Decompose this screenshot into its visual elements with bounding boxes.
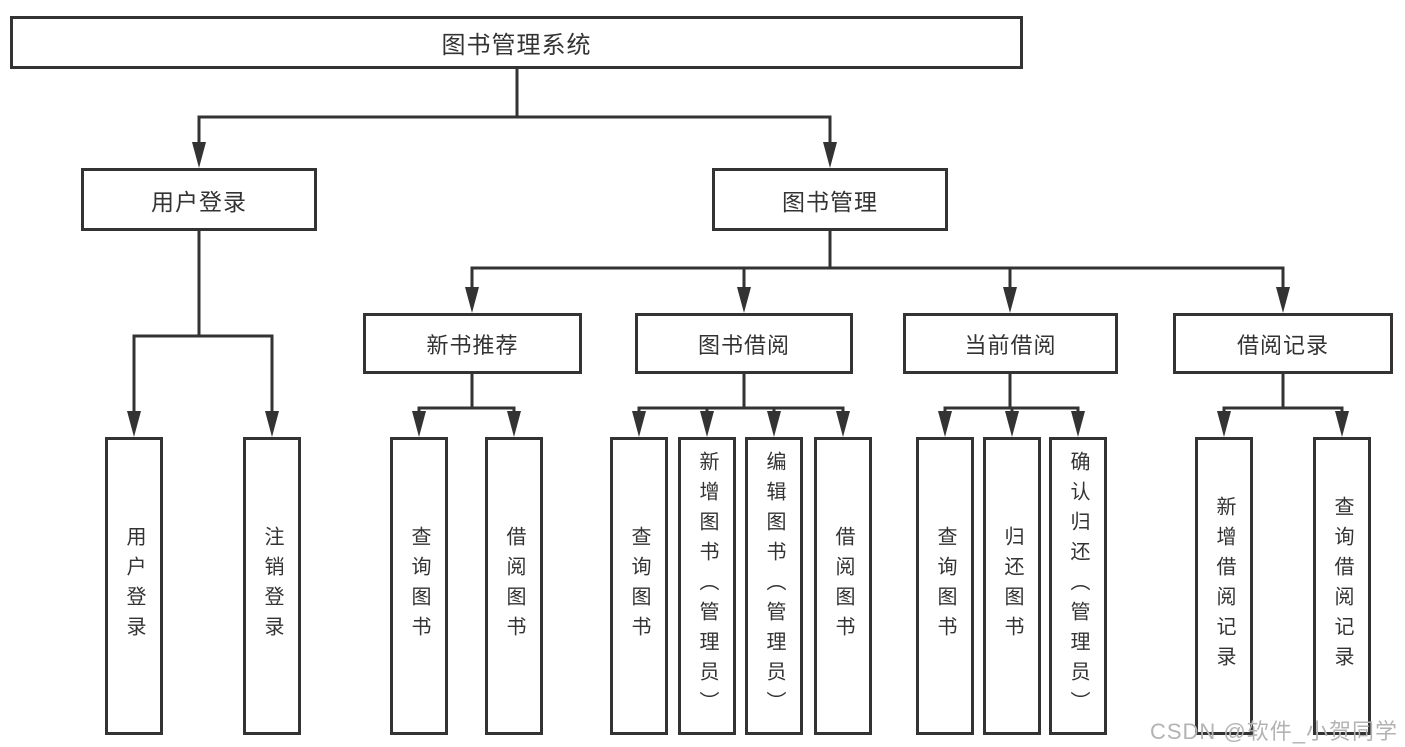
arrowhead-icon — [465, 287, 479, 313]
node-leaf-query-books-2: 查询图书 — [610, 437, 668, 735]
arrowhead-icon — [1217, 411, 1231, 437]
node-library-management-system: 图书管理系统 — [10, 16, 1023, 69]
node-leaf-user-login: 用户登录 — [105, 437, 163, 735]
node-leaf-query-borrow-record: 查询借阅记录 — [1313, 437, 1371, 735]
node-leaf-borrow-books-1: 借阅图书 — [485, 437, 543, 735]
node-borrowing-records: 借阅记录 — [1173, 313, 1393, 374]
arrowhead-icon — [938, 411, 952, 437]
node-leaf-confirm-return-admin: 确认归还（管理员） — [1049, 437, 1107, 735]
node-leaf-return-books: 归还图书 — [983, 437, 1041, 735]
arrowhead-icon — [1003, 287, 1017, 313]
node-leaf-edit-books-admin: 编辑图书（管理员） — [745, 437, 803, 735]
node-leaf-query-books-1: 查询图书 — [390, 437, 448, 735]
arrowhead-icon — [823, 142, 837, 168]
arrowhead-icon — [265, 411, 279, 437]
arrowhead-icon — [1005, 411, 1019, 437]
node-current-borrowing: 当前借阅 — [903, 313, 1118, 374]
arrowhead-icon — [1335, 411, 1349, 437]
node-user-login: 用户登录 — [81, 168, 317, 231]
arrowhead-icon — [412, 411, 426, 437]
node-leaf-add-books-admin: 新增图书（管理员） — [678, 437, 736, 735]
node-leaf-query-books-3: 查询图书 — [916, 437, 974, 735]
node-new-book-recommendation: 新书推荐 — [363, 313, 582, 374]
watermark: CSDN @软件_小贺同学 — [1149, 719, 1398, 744]
arrowhead-icon — [192, 142, 206, 168]
arrowhead-icon — [1276, 287, 1290, 313]
arrowhead-icon — [700, 411, 714, 437]
arrowhead-icon — [737, 287, 751, 313]
arrowhead-icon — [507, 411, 521, 437]
arrowhead-icon — [632, 411, 646, 437]
node-leaf-borrow-books-2: 借阅图书 — [814, 437, 872, 735]
arrowhead-icon — [1071, 411, 1085, 437]
node-book-borrowing: 图书借阅 — [635, 313, 853, 374]
arrowhead-icon — [836, 411, 850, 437]
arrowhead-icon — [127, 411, 141, 437]
node-leaf-logout: 注销登录 — [243, 437, 301, 735]
node-book-management: 图书管理 — [712, 168, 948, 231]
arrowhead-icon — [767, 411, 781, 437]
node-leaf-add-borrow-record: 新增借阅记录 — [1195, 437, 1253, 735]
